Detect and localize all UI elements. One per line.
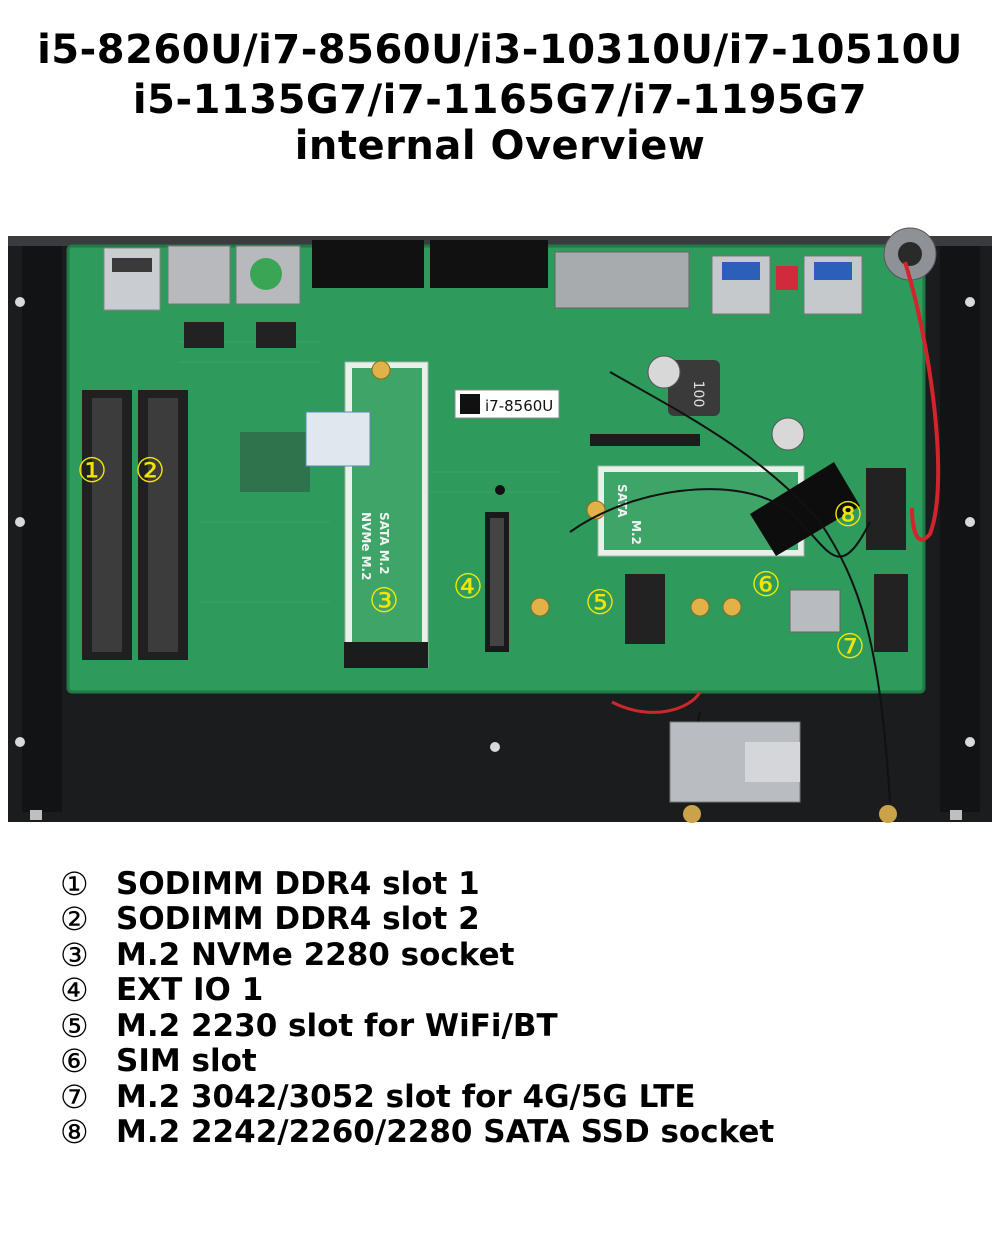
- motherboard: [68, 246, 924, 692]
- internal-board-photo: NVMe M.2 SATA M.2 i7-8560U SATA M.2 100: [8, 227, 992, 823]
- callout-2: ②: [135, 451, 165, 491]
- legend-label: EXT IO 1: [116, 972, 264, 1009]
- inductor: [668, 360, 720, 416]
- power-button: [776, 266, 798, 290]
- legend-label: M.2 2242/2260/2280 SATA SSD socket: [116, 1114, 775, 1151]
- legend-item-1: ① SODIMM DDR4 slot 1: [60, 864, 960, 903]
- legend-number: ②: [60, 900, 89, 939]
- legend-item-8: ⑧ M.2 2242/2260/2280 SATA SSD socket: [60, 1113, 960, 1152]
- legend-number: ①: [60, 864, 89, 903]
- legend-item-7: ⑦ M.2 3042/3052 slot for 4G/5G LTE: [60, 1077, 960, 1116]
- usb-port-left: [103, 247, 161, 311]
- legend-label: M.2 3042/3052 slot for 4G/5G LTE: [116, 1078, 696, 1115]
- legend-number: ⑥: [60, 1042, 89, 1081]
- legend-number: ④: [60, 971, 89, 1010]
- com-port-1: [312, 240, 424, 288]
- com-port-2: [430, 240, 548, 288]
- title-line-2: i5-1135G7/i7-1165G7/i7-1195G7: [132, 77, 868, 123]
- legend-number: ⑧: [60, 1113, 89, 1152]
- component-legend: ① SODIMM DDR4 slot 1 ② SODIMM DDR4 slot …: [60, 864, 960, 1152]
- sim-slot: [789, 589, 841, 633]
- legend-number: ③: [60, 935, 89, 974]
- legend-item-2: ② SODIMM DDR4 slot 2: [60, 900, 960, 939]
- silk-nvme: NVMe M.2: [359, 512, 373, 580]
- hdmi-dp-port: [554, 251, 690, 309]
- callout-3: ③: [369, 581, 399, 621]
- cpu-sticker-text: i7-8560U: [485, 397, 553, 415]
- mounting-holes: [15, 297, 975, 752]
- callout-4: ④: [453, 567, 483, 607]
- legend-number: ⑦: [60, 1077, 89, 1116]
- title-line-1: i5-8260U/i7-8560U/i3-10310U/i7-10510U: [37, 27, 963, 73]
- legend-number: ⑤: [60, 1006, 89, 1045]
- foam-pad: [750, 462, 860, 556]
- silk-sata-m2: SATA M.2: [377, 512, 391, 575]
- legend-item-3: ③ M.2 NVMe 2280 socket: [60, 935, 960, 974]
- legend-item-5: ⑤ M.2 2230 slot for WiFi/BT: [60, 1006, 960, 1045]
- legend-item-6: ⑥ SIM slot: [60, 1042, 960, 1081]
- callout-6: ⑥: [751, 565, 781, 605]
- legend-item-4: ④ EXT IO 1: [60, 971, 960, 1010]
- legend-label: M.2 2230 slot for WiFi/BT: [116, 1007, 558, 1044]
- callout-7: ⑦: [835, 627, 865, 667]
- legend-label: SODIMM DDR4 slot 2: [116, 901, 480, 938]
- inductor-label: 100: [690, 381, 706, 408]
- legend-label: M.2 NVMe 2280 socket: [116, 936, 515, 973]
- legend-label: SIM slot: [116, 1043, 257, 1080]
- callout-1: ①: [77, 451, 107, 491]
- label-sticker: [305, 411, 371, 467]
- callout-5: ⑤: [585, 583, 615, 623]
- callout-8: ⑧: [833, 495, 863, 535]
- legend-label: SODIMM DDR4 slot 1: [116, 865, 480, 902]
- silk-m2-right: M.2: [629, 520, 643, 545]
- lan-port-1: [167, 245, 231, 305]
- m2-wifi-slot: [625, 574, 665, 644]
- title-line-3: internal Overview: [294, 123, 706, 169]
- m2-lte-slot: [874, 574, 908, 652]
- m2-sata-ssd-socket: [866, 468, 906, 550]
- silk-sata-right: SATA: [615, 484, 629, 518]
